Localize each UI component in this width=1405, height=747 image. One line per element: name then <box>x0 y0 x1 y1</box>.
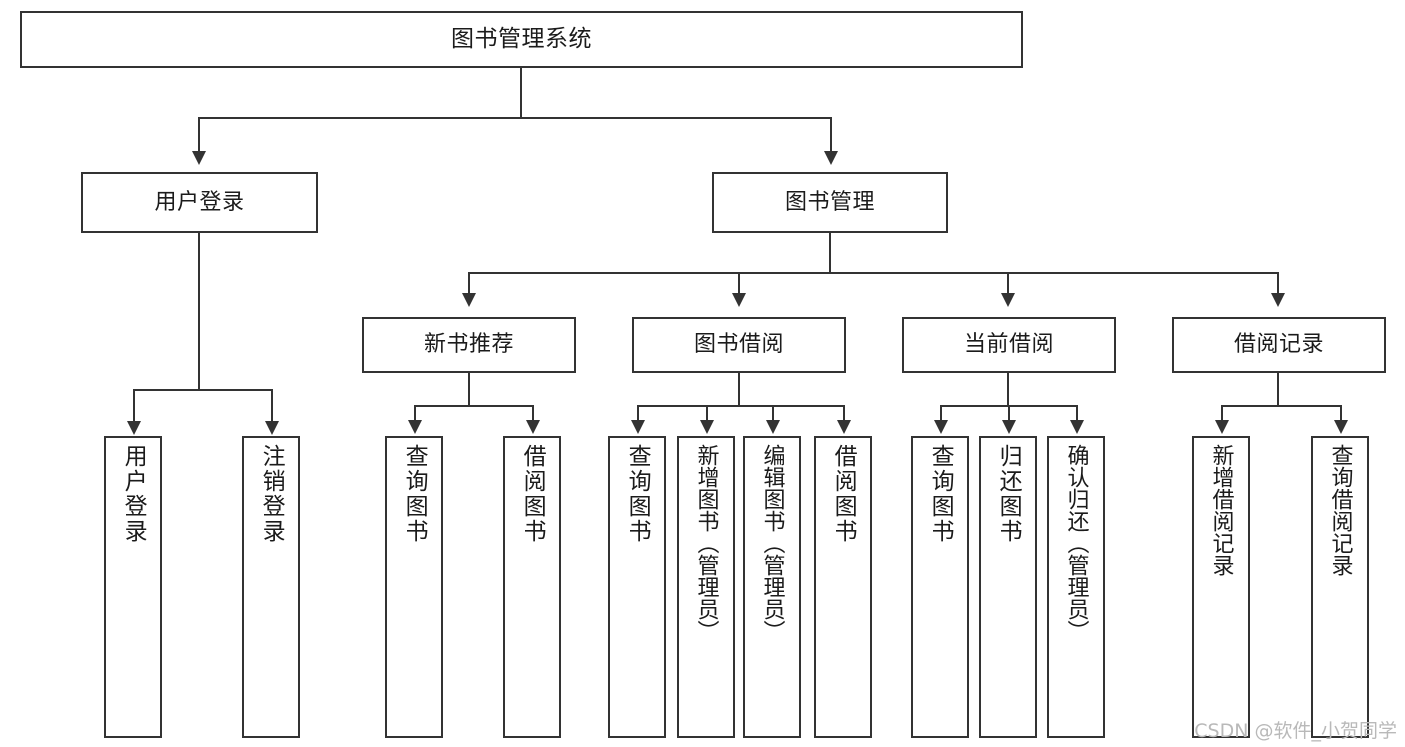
connector-book-borrow-drop-1 <box>637 405 639 421</box>
arrow-to-leaf-query-book-3 <box>934 420 948 434</box>
connector-root-stem <box>520 68 522 118</box>
node-label: 借阅记录 <box>1233 332 1324 358</box>
node-leaf-add-record[interactable]: 新增借阅记录 <box>1192 436 1250 738</box>
node-book-borrow[interactable]: 图书借阅 <box>632 317 846 373</box>
node-label: 图书借阅 <box>693 332 784 358</box>
arrow-to-book-borrow <box>732 293 746 307</box>
node-leaf-user-login[interactable]: 用户登录 <box>104 436 162 738</box>
node-leaf-edit-book[interactable]: 编辑图书（管理员） <box>743 436 801 738</box>
node-label: 借阅图书 <box>519 444 546 544</box>
node-leaf-query-book-2[interactable]: 查询图书 <box>608 436 666 738</box>
node-label: 注销登录 <box>258 444 285 544</box>
connector-user-login-drop-2 <box>271 389 273 422</box>
connector-new-book-bar <box>414 405 534 407</box>
node-label: 当前借阅 <box>963 332 1054 358</box>
node-label: 图书管理 <box>784 189 875 215</box>
connector-book-borrow-drop-2 <box>706 405 708 421</box>
node-user-login[interactable]: 用户登录 <box>81 172 318 233</box>
connector-root-bar <box>198 117 832 119</box>
node-label: 查询图书 <box>401 444 428 544</box>
node-leaf-confirm-return[interactable]: 确认归还（管理员） <box>1047 436 1105 738</box>
connector-current-borrow-drop-1 <box>940 405 942 421</box>
connector-current-borrow-stem <box>1007 373 1009 406</box>
watermark-text: CSDN @软件_小贺同学 <box>1194 720 1397 742</box>
connector-book-borrow-drop-4 <box>843 405 845 421</box>
connector-book-manage-drop-1 <box>468 272 470 294</box>
node-book-manage[interactable]: 图书管理 <box>712 172 948 233</box>
connector-book-borrow-drop-3 <box>772 405 774 421</box>
node-borrow-record[interactable]: 借阅记录 <box>1172 317 1386 373</box>
node-label: 归还图书 <box>995 444 1022 544</box>
connector-new-book-drop-1 <box>414 405 416 421</box>
connector-borrow-record-bar <box>1221 405 1342 407</box>
node-label: 编辑图书（管理员） <box>759 444 785 642</box>
node-leaf-add-book[interactable]: 新增图书（管理员） <box>677 436 735 738</box>
arrow-to-leaf-borrow-book-1 <box>526 420 540 434</box>
arrow-to-leaf-query-book-2 <box>631 420 645 434</box>
connector-current-borrow-drop-3 <box>1076 405 1078 421</box>
node-label: 借阅图书 <box>830 444 857 544</box>
arrow-to-leaf-query-book-1 <box>408 420 422 434</box>
node-label: 查询借阅记录 <box>1327 444 1353 576</box>
connector-book-manage-drop-3 <box>1007 272 1009 294</box>
node-label: 图书管理系统 <box>451 25 592 52</box>
connector-book-manage-bar <box>468 272 1279 274</box>
arrow-to-leaf-user-logout <box>265 421 279 435</box>
node-leaf-user-logout[interactable]: 注销登录 <box>242 436 300 738</box>
arrow-to-current-borrow <box>1001 293 1015 307</box>
arrow-to-leaf-add-record <box>1215 420 1229 434</box>
connector-book-manage-drop-4 <box>1277 272 1279 294</box>
connector-book-borrow-bar <box>637 405 845 407</box>
node-label: 新书推荐 <box>423 332 514 358</box>
connector-new-book-drop-2 <box>532 405 534 421</box>
arrow-to-leaf-borrow-book-2 <box>837 420 851 434</box>
connector-root-drop-right <box>830 117 832 151</box>
connector-new-book-stem <box>468 373 470 406</box>
arrow-to-book-manage <box>824 151 838 165</box>
node-leaf-borrow-book-1[interactable]: 借阅图书 <box>503 436 561 738</box>
node-label: 用户登录 <box>154 189 245 215</box>
connector-user-login-drop-1 <box>133 389 135 422</box>
node-label: 新增借阅记录 <box>1208 444 1234 576</box>
arrow-to-user-login <box>192 151 206 165</box>
arrow-to-leaf-return-book <box>1002 420 1016 434</box>
connector-book-manage-stem <box>829 233 831 273</box>
connector-root-drop-left <box>198 117 200 151</box>
connector-book-borrow-stem <box>738 373 740 406</box>
connector-user-login-bar <box>133 389 273 391</box>
connector-book-manage-drop-2 <box>738 272 740 294</box>
node-leaf-borrow-book-2[interactable]: 借阅图书 <box>814 436 872 738</box>
connector-user-login-stem <box>198 233 200 390</box>
node-label: 新增图书（管理员） <box>693 444 719 642</box>
connector-borrow-record-stem <box>1277 373 1279 406</box>
node-label: 用户登录 <box>120 444 147 544</box>
node-leaf-return-book[interactable]: 归还图书 <box>979 436 1037 738</box>
node-root-system[interactable]: 图书管理系统 <box>20 11 1023 68</box>
node-new-book-recommend[interactable]: 新书推荐 <box>362 317 576 373</box>
connector-borrow-record-drop-1 <box>1221 405 1223 421</box>
node-label: 查询图书 <box>624 444 651 544</box>
arrow-to-borrow-record <box>1271 293 1285 307</box>
arrow-to-leaf-confirm-return <box>1070 420 1084 434</box>
node-leaf-query-book-1[interactable]: 查询图书 <box>385 436 443 738</box>
node-leaf-query-record[interactable]: 查询借阅记录 <box>1311 436 1369 738</box>
arrow-to-leaf-user-login <box>127 421 141 435</box>
connector-current-borrow-drop-2 <box>1008 405 1010 421</box>
arrow-to-leaf-edit-book <box>766 420 780 434</box>
node-label: 查询图书 <box>927 444 954 544</box>
arrow-to-new-book-recommend <box>462 293 476 307</box>
node-label: 确认归还（管理员） <box>1063 444 1089 642</box>
arrow-to-leaf-add-book <box>700 420 714 434</box>
node-leaf-query-book-3[interactable]: 查询图书 <box>911 436 969 738</box>
node-current-borrow[interactable]: 当前借阅 <box>902 317 1116 373</box>
arrow-to-leaf-query-record <box>1334 420 1348 434</box>
connector-borrow-record-drop-2 <box>1340 405 1342 421</box>
